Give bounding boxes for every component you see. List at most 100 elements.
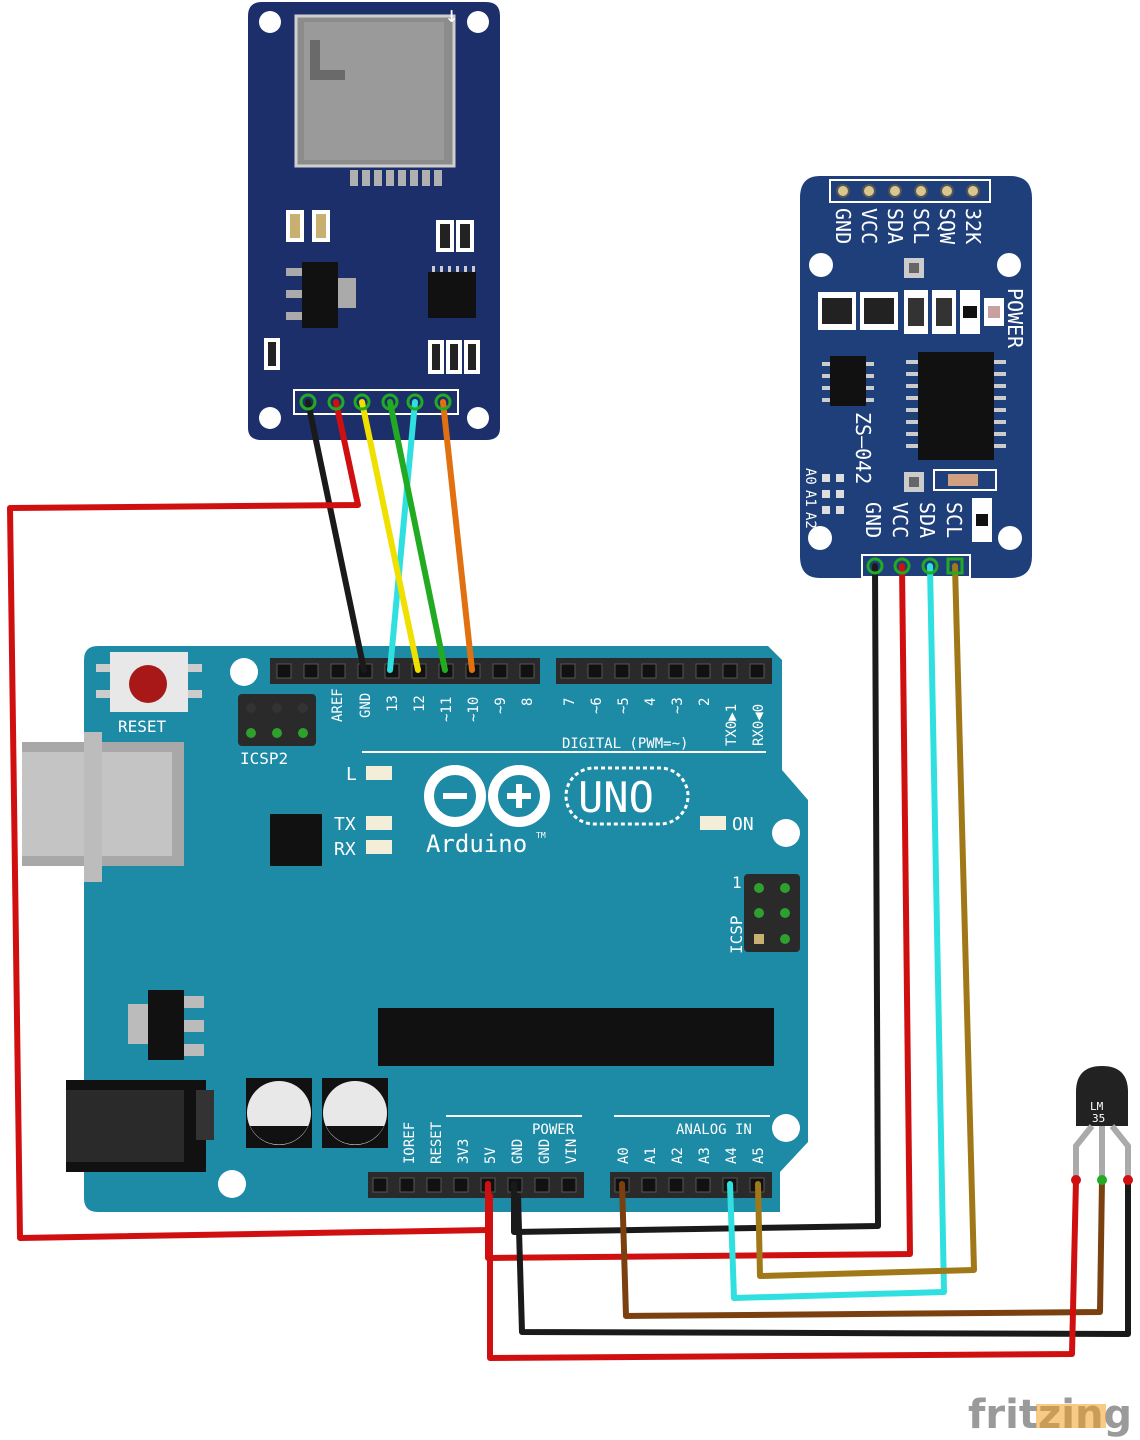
header-pin[interactable] [587, 663, 603, 679]
header-pin[interactable] [641, 663, 657, 679]
header-pin[interactable] [641, 1177, 657, 1193]
pin-label-10: ~10 [466, 697, 482, 722]
icsp-pin1-label: 1 [732, 873, 742, 892]
led-tx-label: TX [334, 814, 356, 835]
rtc-top-pin-label: VCC [857, 208, 881, 244]
header-pin[interactable] [749, 663, 765, 679]
rtc-bottom-pin-label: GND [861, 502, 885, 538]
header-pin[interactable] [399, 1177, 415, 1193]
icsp-header [744, 874, 800, 952]
wire-rtc-gnd [511, 563, 881, 1235]
header-pin[interactable] [276, 663, 292, 679]
reset-button[interactable] [96, 652, 202, 712]
level-shifter-chip [428, 272, 476, 318]
power-label: POWER [532, 1122, 575, 1138]
rtc-top-pin[interactable] [966, 184, 980, 198]
wire-rtc-sda [727, 563, 947, 1301]
pin-label-a5: A5 [751, 1147, 767, 1164]
pin-label-a1: A1 [643, 1147, 659, 1164]
header-pin[interactable] [695, 1177, 711, 1193]
rtc-chip [918, 352, 994, 460]
wire-lm35-vout [619, 1177, 1105, 1319]
pin-label-a0: A0 [616, 1147, 632, 1164]
pin-label-8: 8 [520, 698, 536, 706]
rtc-top-pin[interactable] [862, 184, 876, 198]
pin-label-rx: RX0◀0 [751, 704, 767, 746]
header-pin[interactable] [303, 663, 319, 679]
header-pin[interactable] [668, 663, 684, 679]
digital-label: DIGITAL (PWM=~) [562, 736, 688, 752]
pin-label-9: ~9 [493, 697, 509, 714]
led-tx [366, 816, 392, 830]
header-pin[interactable] [695, 663, 711, 679]
rtc-bottom-header [861, 554, 971, 578]
pin-label-a3: A3 [697, 1147, 713, 1164]
rtc-top-pin[interactable] [940, 184, 954, 198]
rtc-power-label: POWER [1003, 288, 1027, 349]
header-pin[interactable] [614, 663, 630, 679]
pin-label-vin: VIN [564, 1139, 580, 1164]
sensor-label-line2: 35 [1092, 1112, 1105, 1125]
header-pin[interactable] [426, 1177, 442, 1193]
capacitor [322, 1078, 388, 1148]
analog-in-label: ANALOG IN [676, 1122, 752, 1138]
header-pin[interactable] [372, 1177, 388, 1193]
pin-label-gnd: GND [537, 1139, 553, 1164]
header-pin[interactable] [561, 1177, 577, 1193]
header-pin[interactable] [668, 1177, 684, 1193]
led-on [700, 816, 726, 830]
rtc-model-label: ZS—042 [851, 412, 875, 484]
pin-label-tx: TX0▶1 [724, 704, 740, 746]
rtc-top-pin-label: 32K [961, 208, 985, 244]
usb-interface-chip [270, 814, 322, 866]
header-pin[interactable] [560, 663, 576, 679]
microcontroller [378, 1008, 774, 1066]
pin-label-5v: 5V [483, 1147, 499, 1164]
rtc-top-pin-label: SDA [883, 208, 907, 244]
eeprom-chip [830, 356, 866, 406]
pin-label-a4: A4 [724, 1147, 740, 1164]
fritzing-watermark: fritzing [968, 1392, 1132, 1438]
pin-label-13: 13 [385, 695, 401, 712]
rtc-bottom-pin-label: SDA [915, 502, 939, 538]
insert-arrow-icon: ↓ [445, 3, 458, 28]
header-pin[interactable] [519, 663, 535, 679]
rtc-bottom-pin-label: VCC [888, 502, 912, 538]
wire-endpoints [299, 393, 1133, 1185]
header-pin[interactable] [534, 1177, 550, 1193]
arduino-uno-board: RESET ICSP2 L TX RX ON Arduino TM UNO [22, 646, 808, 1212]
rtc-top-header [829, 179, 991, 203]
pin-label-11: ~11 [439, 697, 455, 722]
led-on-label: ON [732, 814, 754, 835]
capacitor [246, 1078, 312, 1148]
wires [7, 399, 1131, 1361]
pin-label-5: ~5 [616, 697, 632, 714]
header-pin[interactable] [330, 663, 346, 679]
voltage-regulator [302, 262, 338, 328]
rtc-address-label: A0 [802, 468, 818, 485]
pin-label-4: 4 [643, 698, 659, 706]
wire-rtc-scl [755, 563, 977, 1279]
wire-sd-miso [387, 399, 418, 673]
rtc-top-pins [836, 184, 980, 198]
rtc-top-pin[interactable] [888, 184, 902, 198]
board-regulator [148, 990, 184, 1060]
header-pin[interactable] [492, 663, 508, 679]
wire-lm35-vcc [487, 1177, 1079, 1361]
pin-label-reset: RESET [429, 1121, 445, 1164]
wire-sd-mosi [359, 399, 421, 673]
header-pin[interactable] [453, 1177, 469, 1193]
pin-label-ioref: IOREF [402, 1122, 418, 1164]
rtc-module: GND VCC SDA SCL SQW 32K POWER ZS—04 [800, 176, 1032, 578]
rtc-address-label: A2 [802, 512, 818, 529]
uno-label: UNO [578, 773, 654, 822]
digital-pins-right [560, 663, 765, 679]
analog-header [610, 1172, 772, 1198]
header-pin[interactable] [722, 663, 738, 679]
pin-label-12: 12 [412, 695, 428, 712]
pin-label-3v3: 3V3 [456, 1139, 472, 1164]
analog-pins [614, 1177, 765, 1193]
rtc-top-pin[interactable] [836, 184, 850, 198]
arduino-logo [424, 765, 550, 827]
rtc-top-pin[interactable] [914, 184, 928, 198]
